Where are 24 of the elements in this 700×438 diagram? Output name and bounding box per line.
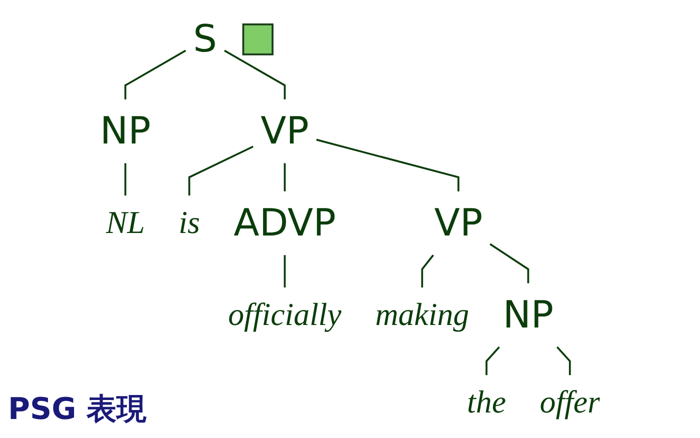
- connector: [490, 243, 530, 284]
- connector: [486, 346, 500, 376]
- node-text: VP: [260, 110, 309, 153]
- connector: [421, 254, 434, 288]
- node-text: is: [178, 206, 200, 241]
- node-text: NP: [502, 294, 554, 337]
- caption-text: PSG 表現: [8, 391, 147, 429]
- node-text: NP: [100, 110, 151, 153]
- connector: [284, 163, 286, 192]
- node-text: ADVP: [234, 202, 336, 245]
- node-text: officially: [228, 298, 342, 332]
- connector: [124, 50, 186, 100]
- node-box: [242, 23, 274, 56]
- node-text: the: [467, 385, 506, 420]
- connector: [224, 50, 286, 100]
- node-text: S: [193, 18, 217, 61]
- connector: [556, 346, 571, 376]
- connector: [284, 255, 286, 288]
- connector: [124, 163, 126, 196]
- connector: [188, 146, 254, 196]
- node-text: VP: [434, 202, 483, 245]
- connector: [316, 138, 460, 192]
- node-text: making: [375, 298, 470, 332]
- node-text: NL: [106, 206, 145, 241]
